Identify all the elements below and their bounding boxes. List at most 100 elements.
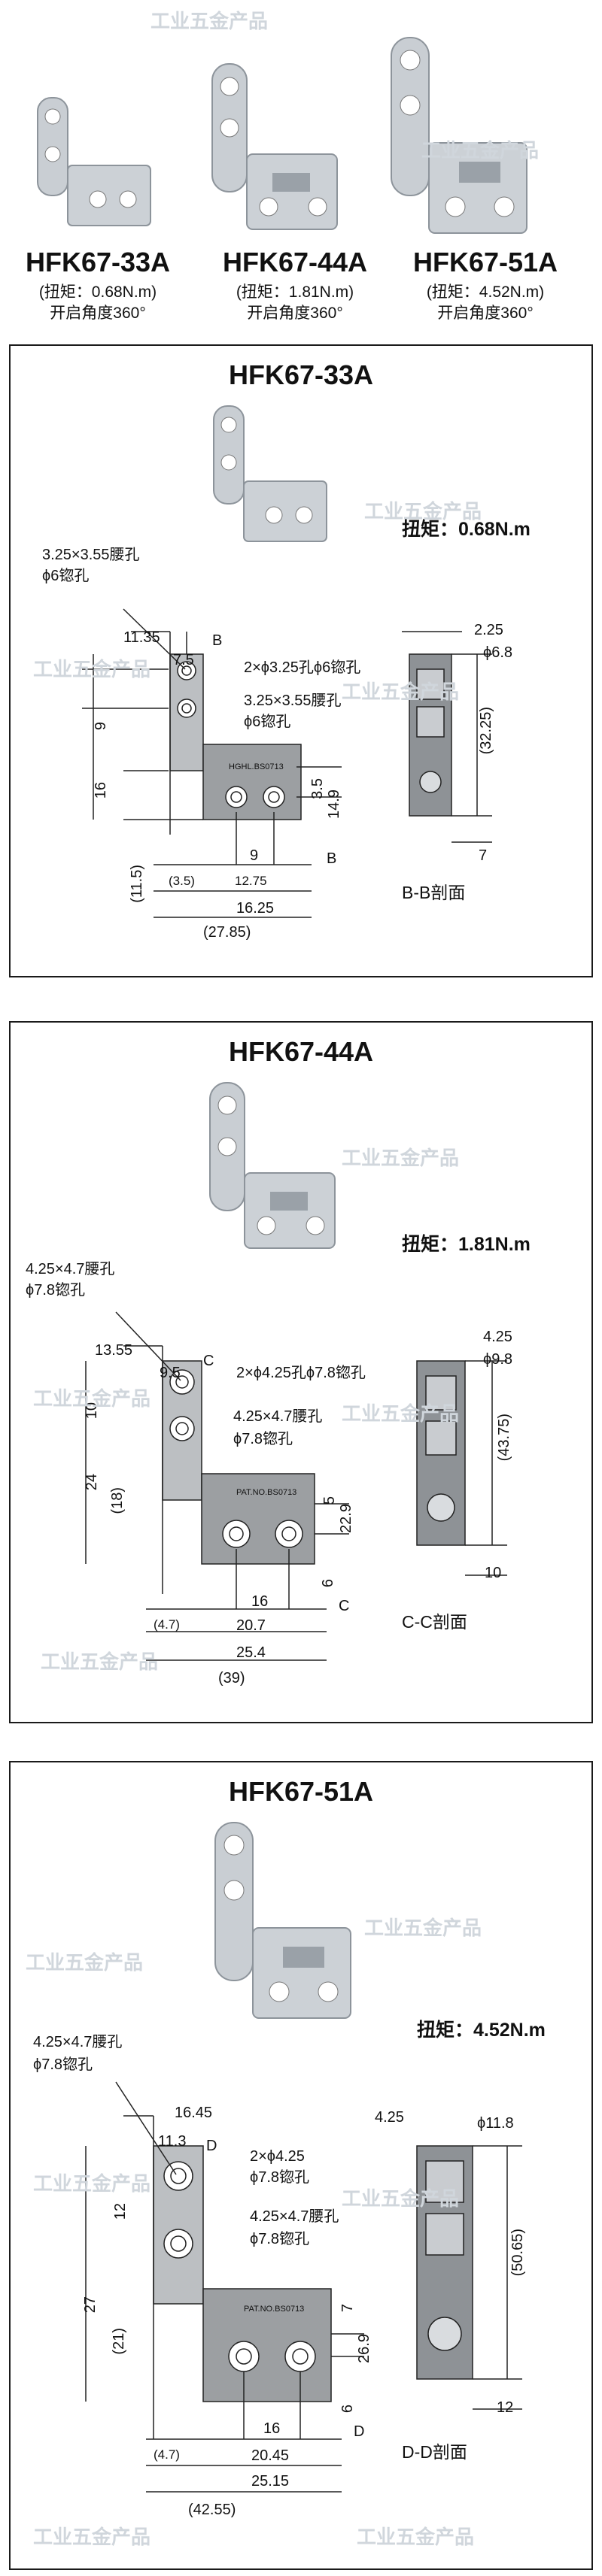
dim-6: 6 xyxy=(320,1579,336,1588)
dim-42-55: (42.55) xyxy=(188,2502,236,2518)
panel-title: HFK67-44A xyxy=(228,1036,374,1067)
product-name: HFK67-33A xyxy=(25,247,171,277)
dim-12: 12 xyxy=(112,2203,129,2220)
front-view-drawing xyxy=(85,2081,522,2493)
note-holes: 2×ϕ4.25孔ϕ7.8锪孔 xyxy=(236,1365,366,1381)
watermark: 工业五金产品 xyxy=(342,1147,460,1169)
dim-4-25: 4.25 xyxy=(483,1329,512,1345)
product-photo xyxy=(214,1822,351,2019)
dim-9-bottom: 9 xyxy=(250,847,259,864)
dim-11-3: 11.3 xyxy=(158,2133,187,2150)
dim-25-4: 25.4 xyxy=(236,1644,266,1661)
dim-9: 9 xyxy=(93,722,109,731)
dim-16: 16 xyxy=(251,1593,269,1610)
watermark: 工业五金产品 xyxy=(150,10,269,32)
note-countersink: ϕ7.8锪孔 xyxy=(33,2056,93,2073)
product-torque: (扭矩：1.81N.m) xyxy=(236,283,354,301)
watermark: 工业五金产品 xyxy=(342,1402,460,1425)
product-angle: 开启角度360° xyxy=(437,305,534,322)
note-slot: 3.25×3.55腰孔 xyxy=(42,547,140,563)
note-holes: 2×ϕ4.25 xyxy=(250,2148,305,2165)
dim-50-65: (50.65) xyxy=(509,2229,526,2277)
note-countersink: ϕ7.8锪孔 xyxy=(26,1282,86,1299)
note-slot-2: 4.25×4.7腰孔 xyxy=(233,1408,323,1425)
dim-12-75: 12.75 xyxy=(235,874,267,888)
dim-16-45: 16.45 xyxy=(175,2105,213,2121)
product-torque: (扭矩：4.52N.m) xyxy=(426,283,545,301)
dim-phi-6-8: ϕ6.8 xyxy=(483,644,513,661)
plate-text: HGHL.BS0713 xyxy=(229,762,284,771)
note-holes-2: ϕ7.8锪孔 xyxy=(250,2169,310,2186)
panel-title: HFK67-51A xyxy=(228,1776,374,1807)
plate-text: PAT.NO.BS0713 xyxy=(236,1488,297,1497)
dim-3-5: 3.5 xyxy=(309,778,326,799)
product-torque: (扭矩：0.68N.m) xyxy=(38,283,157,301)
dim-20-45: 20.45 xyxy=(251,2447,290,2464)
dim-25-15: 25.15 xyxy=(251,2473,290,2490)
note-countersink-2: ϕ7.8锪孔 xyxy=(233,1431,293,1447)
dim-9-5: 9.5 xyxy=(160,1365,181,1381)
dim-20-7: 20.7 xyxy=(236,1617,266,1634)
dim-4-25: 4.25 xyxy=(375,2109,404,2126)
plate-text: PAT.NO.BS0713 xyxy=(244,2305,305,2314)
product-name: HFK67-44A xyxy=(222,247,368,277)
note-slot-2: 4.25×4.7腰孔 xyxy=(250,2208,339,2225)
note-countersink-2: ϕ7.8锪孔 xyxy=(250,2231,310,2247)
section-label: D-D剖面 xyxy=(402,2442,467,2462)
watermark: 工业五金产品 xyxy=(364,1917,482,1939)
dim-16: 16 xyxy=(93,782,109,799)
dim-3-5-paren: (3.5) xyxy=(169,874,195,888)
watermark: 工业五金产品 xyxy=(33,658,151,680)
watermark: 工业五金产品 xyxy=(33,2526,151,2548)
dim-5: 5 xyxy=(321,1496,338,1505)
dim-10-section: 10 xyxy=(485,1565,502,1581)
note-slot: 4.25×4.7腰孔 xyxy=(26,1261,115,1277)
section-label: B-B剖面 xyxy=(402,883,466,902)
product-angle: 开启角度360° xyxy=(247,305,343,322)
note-countersink: ϕ6锪孔 xyxy=(42,568,90,584)
dim-11-35: 11.35 xyxy=(123,629,160,646)
dim-26-9: 26.9 xyxy=(356,2334,372,2363)
note-holes: 2×ϕ3.25孔ϕ6锪孔 xyxy=(244,659,361,676)
drawing-panel-hfk67-33a: HFK67-33A 扭矩：0.68N.m 3.25×3.55腰孔 ϕ6锪孔 xyxy=(9,344,593,977)
note-slot: 4.25×4.7腰孔 xyxy=(33,2034,123,2050)
dim-18: (18) xyxy=(109,1487,126,1514)
product-photo xyxy=(213,405,327,542)
product-name: HFK67-51A xyxy=(412,247,558,277)
dim-12-section: 12 xyxy=(497,2399,514,2416)
product-angle: 开启角度360° xyxy=(50,305,146,322)
dim-21: (21) xyxy=(111,2328,127,2355)
note-slot-2: 3.25×3.55腰孔 xyxy=(244,692,342,709)
dim-c-bottom: C xyxy=(339,1598,350,1614)
dim-2-25: 2.25 xyxy=(474,622,503,638)
torque-label: 扭矩：0.68N.m xyxy=(402,519,531,540)
dim-13-55: 13.55 xyxy=(95,1342,133,1359)
product-photo-hfk67-51a xyxy=(391,37,528,234)
dim-4-7: (4.7) xyxy=(154,1617,180,1632)
watermark: 工业五金产品 xyxy=(26,1951,144,1974)
dim-14-9: 14.9 xyxy=(326,789,342,819)
torque-label: 扭矩：1.81N.m xyxy=(402,1234,531,1255)
drawing-panel-hfk67-51a: HFK67-51A 扭矩：4.52N.m 4.25×4.7腰孔 ϕ7.8锪孔 xyxy=(9,1761,593,2570)
dim-d-bottom: D xyxy=(354,2423,365,2440)
product-photo xyxy=(209,1082,336,1249)
dim-d-top: D xyxy=(206,2138,217,2154)
watermark: 工业五金产品 xyxy=(41,1650,159,1673)
torque-label: 扭矩：4.52N.m xyxy=(417,2020,546,2041)
dim-27: 27 xyxy=(82,2296,99,2314)
dim-22-9: 22.9 xyxy=(338,1504,354,1533)
watermark: 工业五金产品 xyxy=(342,680,460,703)
dim-39: (39) xyxy=(218,1670,245,1687)
dim-43-75: (43.75) xyxy=(496,1414,512,1462)
dim-b-top: B xyxy=(212,632,223,649)
dim-32-25: (32.25) xyxy=(478,707,494,755)
product-photo-hfk67-33a xyxy=(37,97,151,226)
drawing-panel-hfk67-44a: HFK67-44A 扭矩：1.81N.m 4.25×4.7腰孔 ϕ7.8锪孔 xyxy=(9,1021,593,1723)
watermark: 工业五金产品 xyxy=(364,500,482,523)
front-view-drawing xyxy=(82,608,492,918)
dim-phi-11-8: ϕ11.8 xyxy=(477,2115,514,2132)
dim-b-bottom: B xyxy=(327,850,337,867)
watermark: 工业五金产品 xyxy=(421,139,540,162)
dim-16-25: 16.25 xyxy=(236,900,275,917)
watermark: 工业五金产品 xyxy=(33,2172,151,2195)
